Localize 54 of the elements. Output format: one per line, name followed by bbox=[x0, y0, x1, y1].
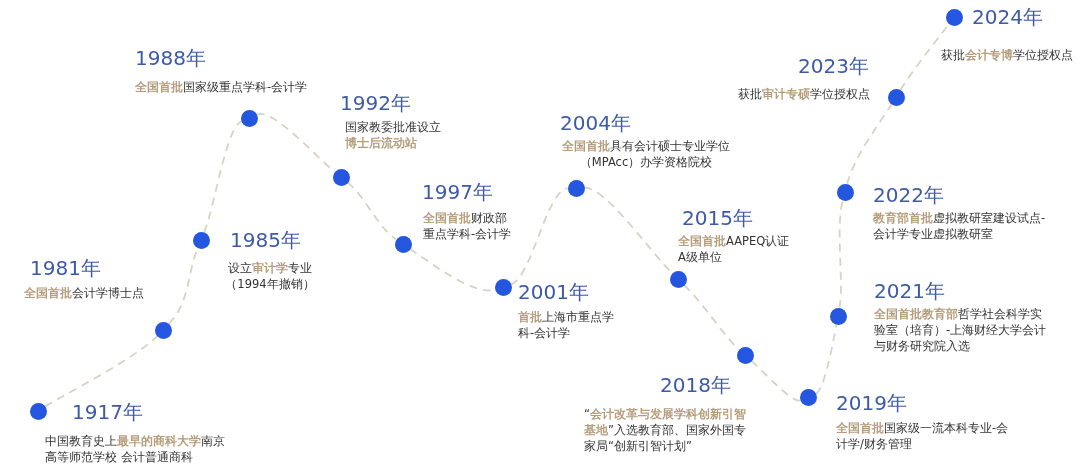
event-description: 国家教委批准设立博士后流动站 bbox=[345, 119, 442, 151]
event-description: 首批上海市重点学科-会计学 bbox=[518, 309, 615, 341]
year-label: 2001年 bbox=[518, 280, 589, 304]
timeline-dot bbox=[154, 321, 172, 339]
year-label: 1997年 bbox=[422, 180, 493, 204]
year-label: 2018年 bbox=[660, 373, 731, 397]
timeline-dot bbox=[494, 278, 512, 296]
year-label: 1992年 bbox=[340, 91, 411, 115]
timeline-dot bbox=[829, 307, 847, 325]
timeline-dot bbox=[332, 168, 350, 186]
timeline-dot bbox=[945, 8, 963, 26]
year-label: 1985年 bbox=[230, 228, 301, 252]
event-description: 全国首批会计学博士点 bbox=[24, 285, 144, 301]
event-description: 设立审计学专业（1994年撤销） bbox=[224, 260, 316, 292]
event-description: 全国首批财政部重点学科-会计学 bbox=[423, 210, 513, 242]
year-label: 2015年 bbox=[682, 206, 753, 230]
dashed-connector bbox=[510, 187, 569, 286]
timeline-dot bbox=[394, 235, 412, 253]
timeline-dot bbox=[29, 402, 47, 420]
event-description: 获批会计专博学位授权点 bbox=[941, 47, 1073, 63]
year-label: 2023年 bbox=[798, 54, 869, 78]
event-description: 全国首批国家级一流本科专业-会计学/财务管理 bbox=[836, 420, 1010, 452]
dashed-connector bbox=[203, 120, 243, 233]
timeline-dot bbox=[836, 183, 854, 201]
event-description: 全国首批教育部哲学社会科学实验室（培育）-上海财经大学会计与财务研究院入选 bbox=[874, 306, 1048, 354]
timeline-dot bbox=[669, 270, 687, 288]
timeline-dot bbox=[736, 346, 754, 364]
event-description: 全国首批AAPEQ认证A级单位 bbox=[678, 233, 791, 265]
year-label: 1981年 bbox=[30, 256, 101, 280]
year-label: 2022年 bbox=[873, 183, 944, 207]
event-description: 获批审计专硕学位授权点 bbox=[738, 86, 870, 102]
timeline-dot bbox=[240, 109, 258, 127]
dashed-connector bbox=[838, 199, 844, 309]
event-description: 教育部首批虚拟教研室建设试点-会计学专业虚拟教研室 bbox=[873, 210, 1047, 242]
dashed-connector bbox=[814, 323, 838, 395]
event-description: “会计改革与发展学科创新引智基地”入选教育部、国家外国专家局“创新引智计划” bbox=[584, 406, 747, 454]
year-label: 2004年 bbox=[560, 111, 631, 135]
dashed-connector bbox=[846, 103, 893, 185]
year-label: 2019年 bbox=[836, 391, 907, 415]
dashed-connector bbox=[583, 186, 673, 274]
dashed-connector bbox=[346, 181, 397, 241]
timeline-dot bbox=[887, 88, 905, 106]
timeline-dot bbox=[567, 179, 585, 197]
event-description: 全国首批国家级重点学科-会计学 bbox=[135, 79, 308, 95]
dashed-connector bbox=[44, 335, 159, 408]
event-description: 中国教育史上最早的商科大学南京高等师范学校 会计普通商科 bbox=[45, 433, 226, 465]
year-label: 2024年 bbox=[972, 5, 1043, 29]
dashed-connector bbox=[750, 359, 802, 402]
year-label: 1917年 bbox=[72, 400, 143, 424]
year-label: 1988年 bbox=[135, 46, 206, 70]
timeline-dot bbox=[799, 388, 817, 406]
timeline-dot bbox=[192, 231, 210, 249]
event-description: 全国首批具有会计硕士专业学位（MPAcc）办学资格院校 bbox=[561, 138, 731, 170]
year-label: 2021年 bbox=[874, 279, 945, 303]
